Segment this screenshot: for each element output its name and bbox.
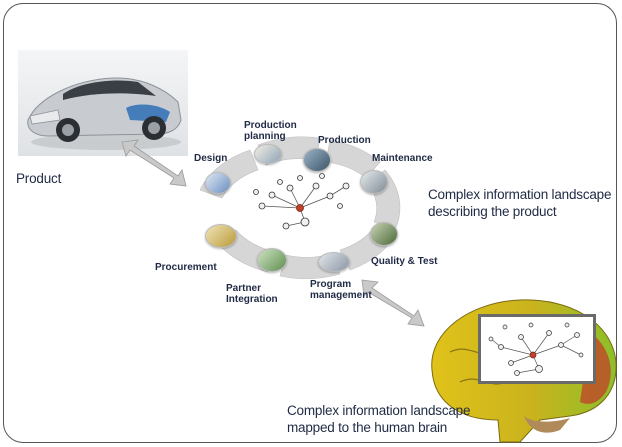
partner-integration-thumbnail	[257, 248, 287, 272]
brain-caption: Complex information landscape mapped to …	[287, 403, 471, 435]
stage-label-quality-test: Quality & Test	[371, 256, 438, 267]
stage-label-design: Design	[194, 153, 228, 164]
program-management-thumbnail	[318, 252, 350, 272]
stage-label-production-planning: Production planning	[244, 120, 297, 142]
car-illustration	[27, 77, 182, 150]
stage-label-partner-integration: Partner Integration	[226, 283, 278, 305]
car-image	[18, 50, 188, 156]
landscape-caption: Complex information landscape describing…	[428, 187, 612, 219]
production-thumbnail	[303, 148, 331, 172]
brain-arrow	[361, 279, 425, 327]
design-thumbnail	[205, 172, 231, 194]
stage-label-maintenance: Maintenance	[372, 153, 433, 164]
inset-network	[488, 322, 584, 376]
maintenance-thumbnail	[360, 170, 388, 194]
procurement-thumbnail	[205, 224, 237, 248]
stage-label-program-management: Program management	[310, 279, 372, 301]
production-planning-thumbnail	[254, 144, 282, 164]
product-arrow	[121, 139, 187, 187]
brain-network-inset	[478, 314, 596, 384]
stage-label-production: Production	[318, 135, 371, 146]
stage-label-procurement: Procurement	[155, 262, 217, 273]
network-nodes	[253, 173, 350, 230]
quality-test-thumbnail	[370, 222, 398, 246]
product-label: Product	[16, 171, 62, 186]
